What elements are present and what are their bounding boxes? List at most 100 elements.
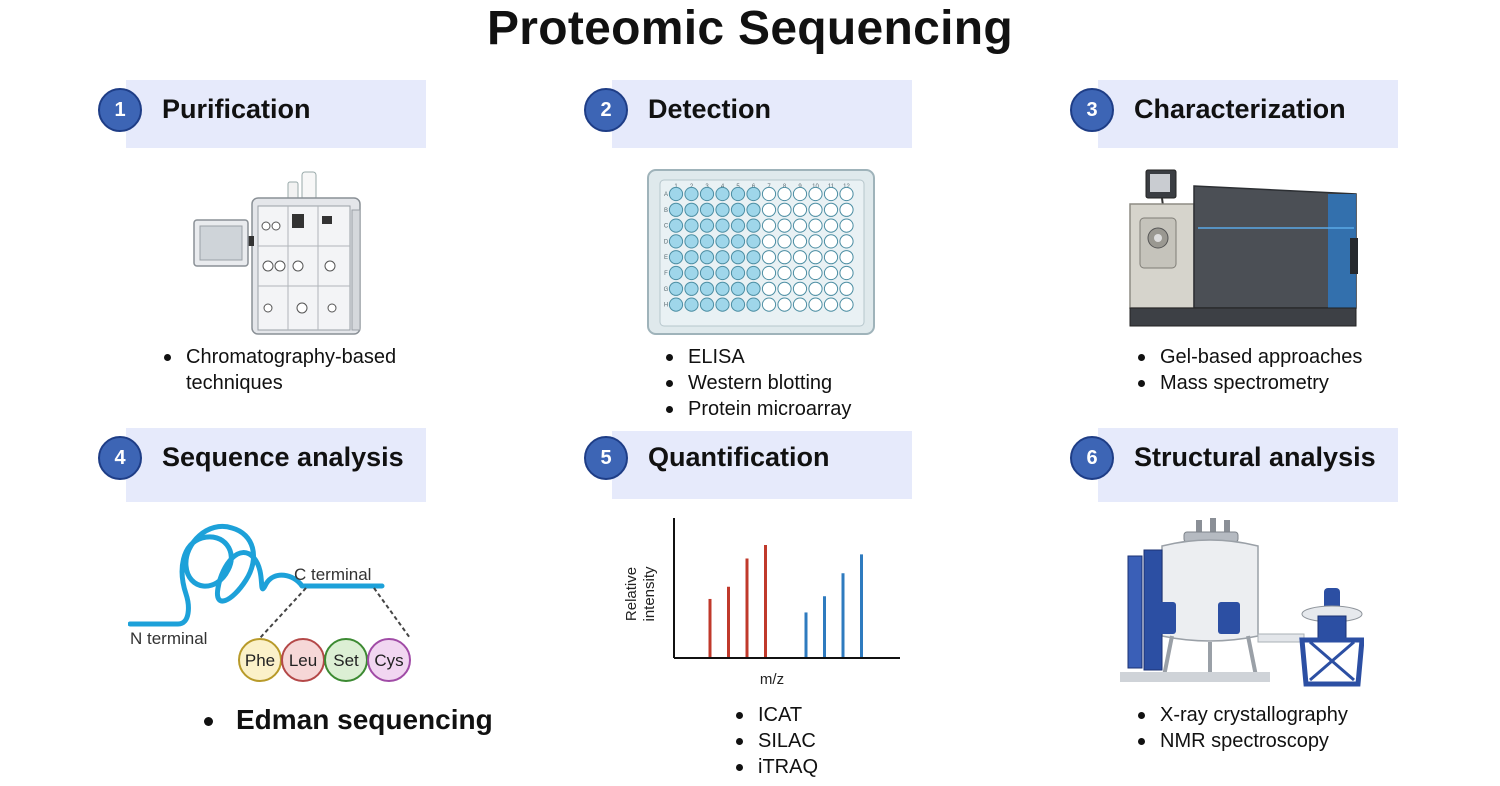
n-terminal-label: N terminal xyxy=(130,629,207,648)
plate-well xyxy=(684,218,699,233)
plate-well xyxy=(761,297,777,312)
plate-well xyxy=(668,281,684,296)
mass-spectrum-chart: Relative intensity m/z xyxy=(623,518,900,688)
step-header-band xyxy=(612,80,912,148)
step-number-badge: 4 xyxy=(98,436,142,480)
connector-line xyxy=(259,587,307,639)
plate-well xyxy=(839,281,854,296)
plate-well xyxy=(823,234,839,249)
plate-well xyxy=(730,202,746,217)
plate-well xyxy=(715,186,730,202)
bullet-item: Mass spectrometry xyxy=(1136,370,1456,396)
plate-well xyxy=(699,218,715,233)
plate-well xyxy=(808,234,823,249)
plate-well xyxy=(761,186,777,202)
plate-well xyxy=(699,202,715,217)
plate-well xyxy=(839,202,854,217)
plate-well xyxy=(684,202,699,217)
plate-well xyxy=(699,234,715,249)
plate-well xyxy=(715,265,730,281)
plate-well xyxy=(792,218,808,233)
plate-well xyxy=(746,202,761,217)
plate-well xyxy=(777,265,792,281)
plate-well xyxy=(792,265,808,281)
microplate-icon: 123456789101112ABCDEFGH xyxy=(647,169,875,335)
plate-well xyxy=(684,281,699,296)
bullet-item: X-ray crystallography xyxy=(1136,702,1456,728)
plate-well xyxy=(715,281,730,296)
plate-well xyxy=(823,250,839,265)
plate-well xyxy=(777,186,792,202)
plate-well xyxy=(823,297,839,312)
plate-well xyxy=(761,265,777,281)
plate-well xyxy=(792,281,808,296)
plate-well xyxy=(715,202,730,217)
plate-well xyxy=(792,186,808,202)
bullet-item: Edman sequencing xyxy=(202,703,522,737)
plate-well xyxy=(746,234,761,249)
plate-well xyxy=(823,281,839,296)
plate-well xyxy=(684,250,699,265)
plate-well xyxy=(823,218,839,233)
plate-well xyxy=(715,297,730,312)
plate-well xyxy=(777,250,792,265)
plate-well xyxy=(808,250,823,265)
plate-row-label: C xyxy=(664,224,669,230)
plate-well xyxy=(823,265,839,281)
plate-well xyxy=(839,218,854,233)
plate-well xyxy=(668,234,684,249)
step-heading: Characterization xyxy=(1134,94,1346,124)
step-bullet-list: ELISA Western blotting Protein microarra… xyxy=(664,344,964,422)
step-number-badge: 2 xyxy=(584,88,628,132)
plate-well xyxy=(730,218,746,233)
step-bullet-list: X-ray crystallography NMR spectroscopy xyxy=(1136,702,1456,754)
plate-well xyxy=(668,250,684,265)
plate-well xyxy=(668,186,684,202)
plate-well xyxy=(808,297,823,312)
y-axis-label: Relative xyxy=(623,567,640,621)
plate-well xyxy=(730,297,746,312)
plate-well xyxy=(730,234,746,249)
plate-well xyxy=(777,297,792,312)
bullet-item: iTRAQ xyxy=(734,754,934,780)
y-axis-label: intensity xyxy=(641,566,658,622)
residue-label: Cys xyxy=(374,651,403,670)
plate-well xyxy=(746,186,761,202)
plate-well xyxy=(777,202,792,217)
plate-well xyxy=(668,218,684,233)
plate-well xyxy=(668,297,684,312)
plate-well xyxy=(746,250,761,265)
plate-well xyxy=(761,202,777,217)
residue-label: Leu xyxy=(289,651,317,670)
residue-label: Phe xyxy=(245,651,275,670)
plate-well xyxy=(730,250,746,265)
plate-well xyxy=(823,202,839,217)
plate-well xyxy=(808,265,823,281)
plate-well xyxy=(839,265,854,281)
plate-row-label: H xyxy=(664,303,668,309)
plate-well xyxy=(699,265,715,281)
plate-well xyxy=(792,250,808,265)
step-detection: 2 Detection 123456789101112ABCDEFGH ELIS… xyxy=(584,80,1024,430)
plate-well xyxy=(823,186,839,202)
plate-well xyxy=(839,297,854,312)
bullet-item: NMR spectroscopy xyxy=(1136,728,1456,754)
residue-circle xyxy=(367,638,411,682)
step-heading: Purification xyxy=(162,94,311,124)
step-number-badge: 5 xyxy=(584,436,628,480)
plate-well xyxy=(746,265,761,281)
step-bullet-list: ICAT SILAC iTRAQ xyxy=(734,702,934,780)
plate-well xyxy=(761,250,777,265)
step-quantification: 5 Quantification Relative intensity m/z … xyxy=(584,428,1024,778)
plate-well xyxy=(808,281,823,296)
step-heading: Quantification xyxy=(648,442,830,472)
step-structural-analysis: 6 Structural analysis X-ray crystallogra… xyxy=(1070,428,1500,778)
plate-well xyxy=(839,186,854,202)
plate-well xyxy=(699,250,715,265)
plate-well xyxy=(792,202,808,217)
step-header-band xyxy=(1098,428,1398,502)
protein-strand xyxy=(128,524,385,627)
connector-line xyxy=(373,587,411,639)
step-header-band xyxy=(1098,80,1398,148)
